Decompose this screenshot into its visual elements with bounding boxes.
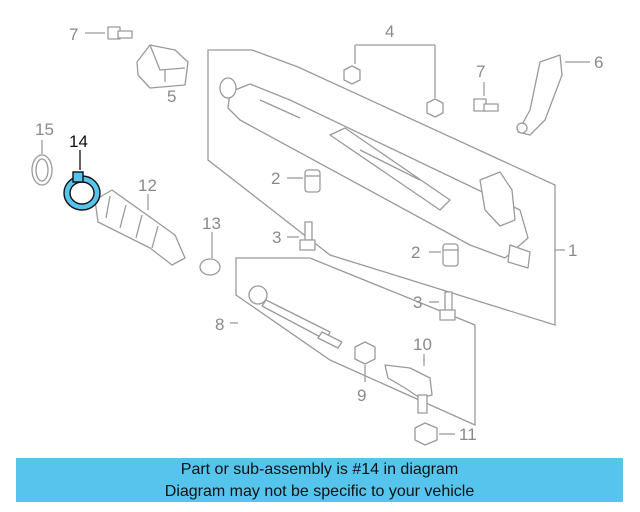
bushing-lower [442, 243, 459, 267]
callout-14-highlighted: 14 [69, 132, 88, 151]
bolt-lower [439, 291, 456, 321]
jam-nut [354, 341, 376, 365]
banner-line-1: Part or sub-assembly is #14 in diagram [180, 461, 459, 478]
bolt-7-right [473, 98, 499, 112]
bolt-upper [299, 221, 316, 251]
bolt-7-left [107, 26, 133, 40]
rack-boot [94, 189, 186, 266]
callout-4: 4 [385, 22, 394, 41]
nut-right [426, 98, 444, 118]
boot-clamp [199, 258, 221, 276]
o-ring [31, 154, 53, 186]
inner-tie-rod [248, 285, 343, 349]
callout-3-upper: 3 [272, 228, 281, 247]
banner-line-2: Diagram may not be specific to your vehi… [164, 483, 475, 500]
callout-13: 13 [202, 214, 221, 233]
rack-panel-outline [207, 49, 556, 326]
callout-10: 10 [413, 335, 432, 354]
leader-lines [41, 32, 590, 435]
callout-6: 6 [594, 53, 603, 72]
callout-7-left: 7 [69, 25, 78, 44]
callout-2-lower: 2 [411, 243, 420, 262]
callout-2-upper: 2 [271, 169, 280, 188]
tie-rod-panel-outline [235, 257, 476, 427]
steering-arm [516, 54, 563, 136]
callout-9: 9 [357, 386, 366, 405]
castle-nut [414, 422, 438, 446]
outer-tie-rod-end [384, 364, 433, 414]
info-banner: Part or sub-assembly is #14 in diagram D… [16, 458, 623, 502]
callout-12: 12 [138, 176, 157, 195]
callout-7-right: 7 [476, 62, 485, 81]
steering-rack [219, 77, 531, 269]
callout-8: 8 [215, 315, 224, 334]
callout-11: 11 [459, 425, 477, 444]
callout-1: 1 [568, 241, 577, 260]
nut-left [343, 65, 361, 85]
callout-5: 5 [167, 87, 176, 106]
callout-3-lower: 3 [413, 293, 422, 312]
highlighted-part-14[interactable] [63, 171, 101, 211]
mount-bracket [136, 44, 189, 89]
callout-15: 15 [35, 120, 54, 139]
bushing-upper [304, 169, 321, 193]
